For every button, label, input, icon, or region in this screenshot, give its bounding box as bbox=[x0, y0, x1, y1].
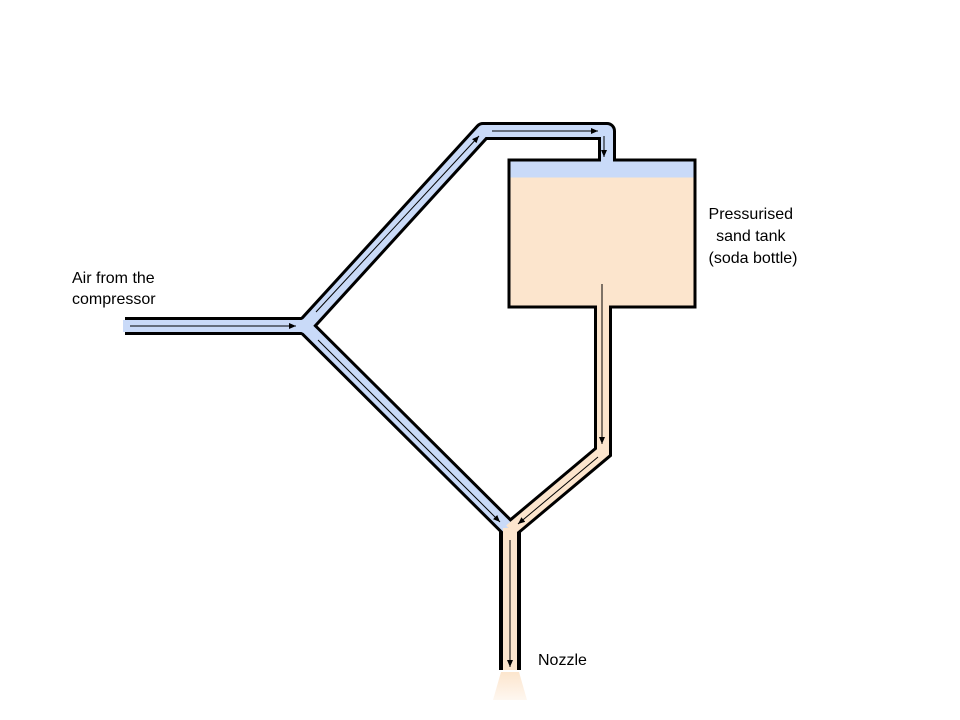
nozzle-label: Nozzle bbox=[538, 652, 587, 669]
flow-arrow-lower-diagonal bbox=[317, 339, 501, 523]
sand-tank bbox=[507, 158, 697, 309]
air-junction bbox=[298, 319, 312, 333]
sand-pipe bbox=[506, 300, 609, 535]
nozzle-spray bbox=[493, 672, 527, 700]
air-source-label: Air from the compressor bbox=[72, 270, 159, 308]
air-lower-pipe bbox=[300, 321, 513, 533]
tank-label: Pressurised sand tank (soda bottle) bbox=[709, 206, 798, 267]
tank-outlet-opening bbox=[597, 304, 609, 310]
tank-air-layer bbox=[510, 161, 694, 178]
flow-arrow-upper-diagonal bbox=[315, 135, 480, 313]
flow-arrow-sand-diagonal bbox=[517, 456, 599, 525]
tank-inlet-opening bbox=[601, 157, 613, 163]
